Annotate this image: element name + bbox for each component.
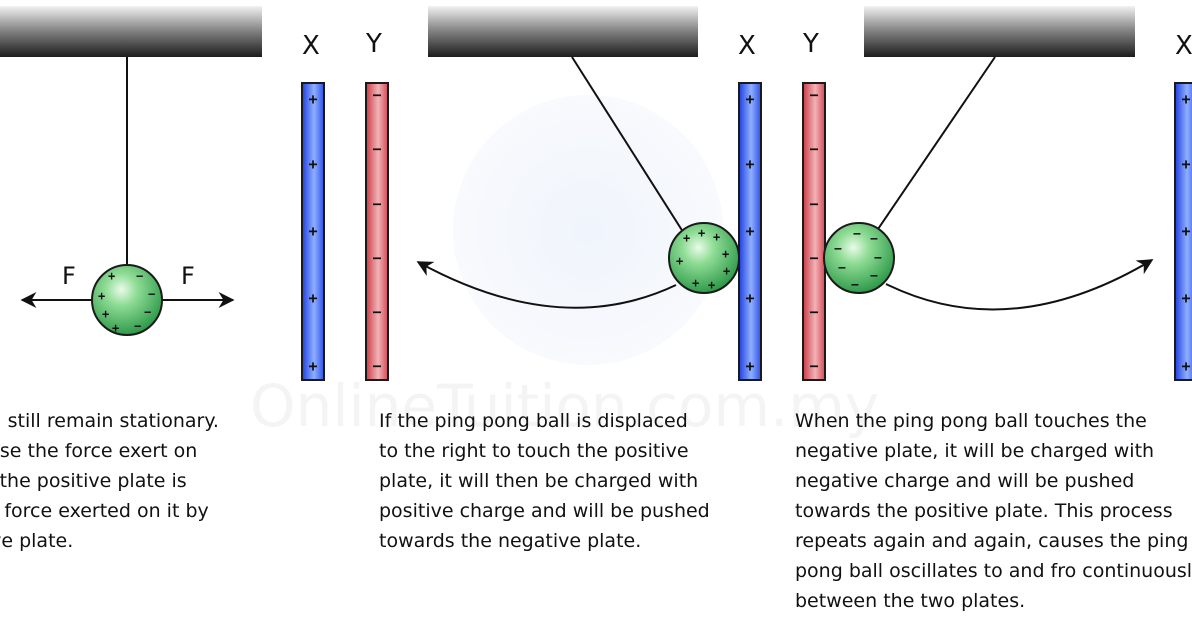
positive-plate-sign: + — [745, 289, 754, 307]
support-2 — [428, 6, 698, 57]
svg-text:−: − — [853, 227, 861, 242]
caption-line: plate, it will then be charged with — [379, 470, 699, 492]
plate-label-x-2: X — [738, 31, 756, 61]
positive-plate-sign: + — [308, 289, 317, 307]
caption-line: negative plate, it will be charged with — [795, 440, 1155, 462]
positive-plate-sign: + — [745, 357, 754, 375]
svg-text:−: − — [148, 287, 155, 301]
negative-plate-sign: − — [809, 357, 818, 375]
positive-plate-sign: + — [308, 90, 317, 108]
ping-pong-ball-3 — [823, 222, 895, 294]
negative-plate-sign: − — [372, 303, 381, 321]
negative-plate-sign: − — [809, 86, 818, 104]
ball-1-charges: + + + + − − − − — [98, 269, 155, 335]
svg-text:+: + — [112, 321, 119, 335]
positive-plate-sign: + — [745, 155, 754, 173]
positive-plate-sign: + — [745, 222, 754, 240]
positive-plate-sign: + — [308, 155, 317, 173]
caption-panel-2: If the ping pong ball is displaced to the… — [379, 406, 710, 556]
plate-label-x-3: X — [1175, 31, 1192, 61]
negative-plate-sign: − — [809, 140, 818, 158]
negative-plate-sign: − — [372, 195, 381, 213]
caption-line: pong ball oscillates to and fro continuo… — [795, 560, 1192, 582]
caption-line: towards the positive plate. This process — [795, 500, 1173, 522]
motion-arrow-2 — [416, 261, 677, 309]
caption-panel-1: all will still remain stationary. because… — [0, 406, 219, 556]
caption-line: to the right to touch the positive — [379, 440, 689, 462]
svg-text:+: + — [698, 226, 705, 240]
plate-charge-signs: +++++−−−−−−+++++−−−−−−+++++ — [308, 86, 1190, 375]
caption-line: to the force exerted on it by — [0, 500, 209, 522]
svg-text:+: + — [692, 276, 699, 290]
svg-text:+: + — [102, 307, 109, 321]
plate-label-y-2: Y — [802, 29, 819, 59]
ball-3-charges: − − − − − − − — [834, 227, 882, 293]
caption-line: positive charge and will be pushed — [379, 500, 710, 522]
caption-line: repeats again and again, causes the ping — [795, 530, 1189, 552]
negative-plate-sign: − — [809, 195, 818, 213]
support-3 — [864, 6, 1135, 57]
caption-panel-3: When the ping pong ball touches the negat… — [795, 406, 1192, 616]
negative-plate-1 — [365, 82, 389, 381]
positive-plate-sign: + — [1181, 90, 1190, 108]
svg-text:−: − — [144, 305, 151, 319]
svg-text:+: + — [98, 289, 105, 303]
support-1 — [0, 6, 262, 57]
svg-text:−: − — [851, 278, 859, 293]
svg-text:+: + — [723, 264, 730, 278]
negative-plate-sign: − — [372, 140, 381, 158]
motion-arrow-3 — [885, 259, 1154, 311]
positive-plate-3 — [1174, 82, 1192, 381]
plate-label-x-1: X — [302, 31, 320, 61]
svg-text:−: − — [838, 261, 846, 276]
svg-text:+: + — [676, 254, 683, 268]
svg-text:−: − — [874, 251, 882, 266]
caption-line: because the force exert on — [0, 440, 198, 462]
caption-line: towards the negative plate. — [379, 530, 642, 552]
caption-line: all will still remain stationary. — [0, 410, 219, 432]
negative-plate-sign: − — [809, 249, 818, 267]
negative-plate-sign: − — [372, 357, 381, 375]
negative-plate-2 — [802, 82, 826, 381]
positive-plate-sign: + — [1181, 289, 1190, 307]
caption-line: egative plate. — [0, 530, 74, 552]
caption-line: all by the positive plate is — [0, 470, 187, 492]
svg-text:−: − — [870, 232, 878, 247]
positive-plate-sign: + — [1181, 222, 1190, 240]
svg-text:−: − — [136, 269, 143, 283]
positive-plate-sign: + — [745, 90, 754, 108]
force-label-right: F — [181, 262, 195, 290]
svg-text:−: − — [834, 242, 842, 257]
ping-pong-ball-1 — [91, 264, 163, 336]
positive-plate-2 — [738, 82, 762, 381]
svg-text:+: + — [708, 278, 715, 292]
positive-plate-sign: + — [1181, 357, 1190, 375]
svg-text:−: − — [134, 319, 141, 333]
positive-plate-sign: + — [308, 222, 317, 240]
caption-line: If the ping pong ball is displaced — [379, 410, 688, 432]
force-label-left: F — [62, 262, 76, 290]
positive-plate-1 — [301, 82, 325, 381]
ping-pong-ball-2 — [668, 222, 740, 294]
negative-plate-sign: − — [372, 86, 381, 104]
caption-line: between the two plates. — [795, 590, 1026, 612]
svg-text:+: + — [683, 231, 690, 245]
negative-plate-sign: − — [372, 249, 381, 267]
svg-text:+: + — [722, 247, 729, 261]
thread-2 — [571, 56, 686, 236]
negative-plate-sign: − — [809, 303, 818, 321]
ball-2-charges: + + + + + + + + — [676, 226, 730, 292]
watermark-globe — [453, 95, 723, 365]
caption-line: When the ping pong ball touches the — [795, 410, 1147, 432]
positive-plate-sign: + — [308, 357, 317, 375]
svg-text:+: + — [108, 269, 115, 283]
positive-plate-sign: + — [1181, 155, 1190, 173]
plate-label-y-1: Y — [365, 29, 382, 59]
svg-text:−: − — [870, 269, 878, 284]
svg-text:+: + — [713, 230, 720, 244]
thread-3 — [875, 56, 996, 233]
caption-line: negative charge and will be pushed — [795, 470, 1135, 492]
